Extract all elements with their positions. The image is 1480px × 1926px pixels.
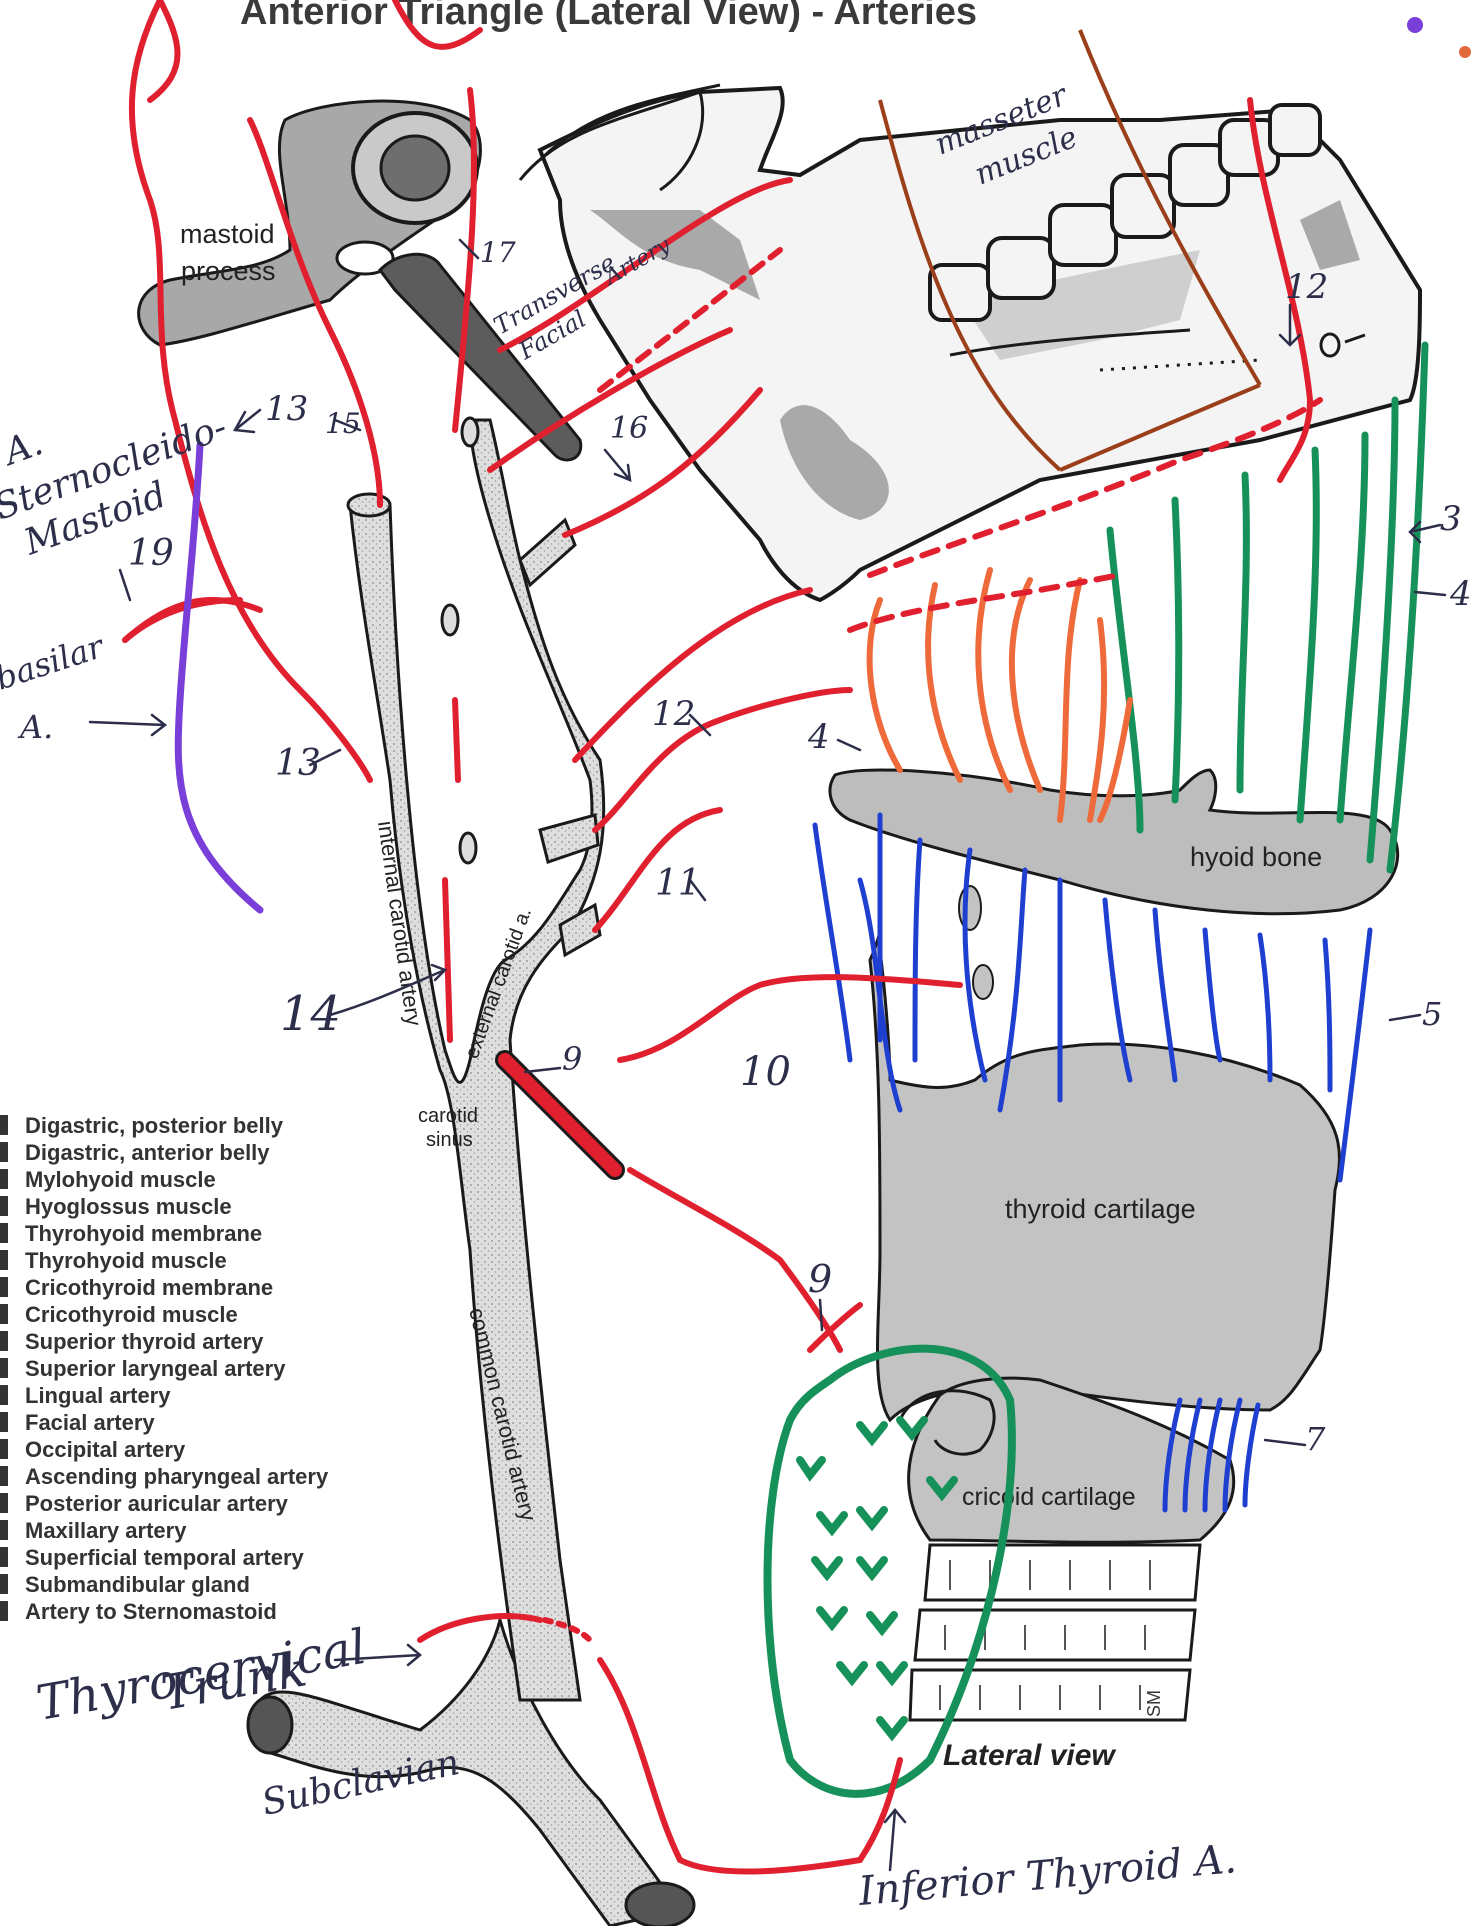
legend-item: Digastric, anterior belly bbox=[25, 1140, 270, 1165]
legend-item: Posterior auricular artery bbox=[25, 1491, 289, 1516]
hw-num-4-mid: 4 bbox=[807, 717, 830, 757]
hw-num-13-a: 13 bbox=[265, 389, 308, 429]
legend-item: Digastric, posterior belly bbox=[25, 1113, 284, 1138]
thyroid-cartilage-label: thyroid cartilage bbox=[1005, 1194, 1196, 1224]
hw-scm-1: A. bbox=[0, 422, 48, 474]
legend-item: Cricothyroid membrane bbox=[25, 1275, 273, 1300]
legend-item: Cricothyroid muscle bbox=[25, 1302, 238, 1327]
hw-num-9-a: 9 bbox=[562, 1040, 582, 1078]
hw-num-17: 17 bbox=[480, 236, 516, 269]
hw-basilar-1: basilar bbox=[0, 627, 109, 698]
legend-item: Mylohyoid muscle bbox=[25, 1167, 216, 1192]
legend-item: Lingual artery bbox=[25, 1383, 171, 1408]
nerve-purple bbox=[178, 445, 260, 910]
carotid-system: internal carotid artery external carotid… bbox=[248, 418, 694, 1926]
corner-mark-orange bbox=[1459, 46, 1471, 58]
hw-num-4-right: 4 bbox=[1449, 574, 1472, 614]
hw-num-3: 3 bbox=[1440, 499, 1462, 539]
legend-item: Hyoglossus muscle bbox=[25, 1194, 232, 1219]
mastoid-label-line2: process bbox=[181, 256, 276, 286]
legend-item: Superior laryngeal artery bbox=[25, 1356, 286, 1381]
legend-item: Thyrohyoid muscle bbox=[25, 1248, 227, 1273]
legend-item: Superficial temporal artery bbox=[25, 1545, 305, 1570]
hw-num-5: 5 bbox=[1422, 995, 1442, 1033]
hw-num-10: 10 bbox=[740, 1049, 791, 1095]
carotid-sinus-line1: carotid bbox=[418, 1105, 478, 1127]
legend-item: Artery to Sternomastoid bbox=[25, 1599, 277, 1624]
hw-num-7: 7 bbox=[1305, 1420, 1326, 1458]
carotid-sinus-line2: sinus bbox=[426, 1129, 473, 1151]
legend-item: Occipital artery bbox=[25, 1437, 186, 1462]
legend-item: Facial artery bbox=[25, 1410, 155, 1435]
mastoid-label-line1: mastoid bbox=[180, 219, 275, 249]
hw-inferior-thyroid: Inferior Thyroid A. bbox=[856, 1836, 1238, 1915]
hw-num-19: 19 bbox=[128, 533, 174, 574]
thyroid-cartilage: thyroid cartilage bbox=[870, 886, 1339, 1420]
hw-num-16: 16 bbox=[610, 411, 648, 446]
hw-basilar-2: A. bbox=[17, 708, 53, 746]
hw-num-9-b: 9 bbox=[808, 1257, 832, 1301]
lateral-view-label: Lateral view bbox=[943, 1739, 1116, 1772]
legend-item: Maxillary artery bbox=[25, 1518, 187, 1543]
signature: SM bbox=[1144, 1690, 1164, 1717]
legend-item: Ascending pharyngeal artery bbox=[25, 1464, 329, 1489]
legend-item: Submandibular gland bbox=[25, 1572, 250, 1597]
hw-num-12-mid: 12 bbox=[652, 694, 695, 734]
diagram-title: Anterior Triangle (Lateral View) - Arter… bbox=[240, 0, 977, 33]
corner-mark-purple bbox=[1407, 17, 1423, 33]
legend-item: Thyrohyoid membrane bbox=[25, 1221, 262, 1246]
hw-num-12-top: 12 bbox=[1285, 267, 1328, 307]
legend-item: Superior thyroid artery bbox=[25, 1329, 264, 1354]
hyoid-bone-label: hyoid bone bbox=[1190, 842, 1322, 872]
cricoid-cartilage-label: cricoid cartilage bbox=[962, 1483, 1136, 1511]
legend: Digastric, posterior belly Digastric, an… bbox=[0, 1113, 329, 1624]
